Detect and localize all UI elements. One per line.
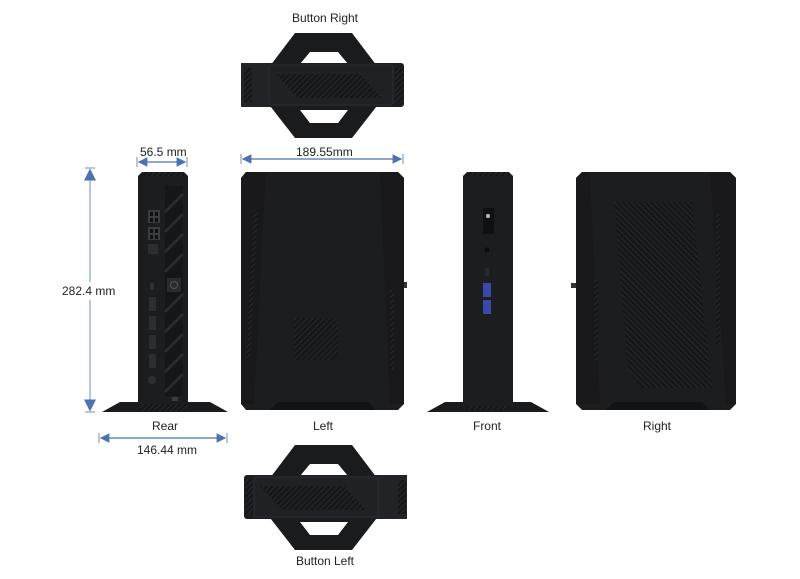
view-label-button-left: Button Left bbox=[295, 554, 355, 568]
power-button-icon bbox=[167, 278, 181, 292]
depth-dimension-label: 56.5 mm bbox=[140, 145, 187, 159]
device-right-view bbox=[570, 170, 740, 415]
device-rear-view bbox=[100, 170, 230, 420]
device-right-illustration bbox=[571, 172, 736, 410]
device-left-view bbox=[240, 170, 410, 415]
device-top-view bbox=[240, 30, 410, 140]
usb-port-icon bbox=[483, 283, 491, 297]
device-bottom-view bbox=[240, 442, 410, 552]
device-front-view bbox=[425, 170, 551, 418]
view-label-rear: Rear bbox=[151, 419, 178, 433]
view-label-right: Right bbox=[642, 419, 671, 433]
stand-width-dimension-line bbox=[98, 432, 228, 444]
stand-width-dimension-label: 146.44 mm bbox=[137, 443, 198, 457]
width-dimension-line bbox=[240, 153, 404, 165]
view-label-button-right: Button Right bbox=[291, 11, 359, 25]
device-top-illustration bbox=[241, 33, 404, 138]
power-button-icon bbox=[483, 208, 494, 234]
device-front-illustration bbox=[427, 172, 549, 412]
view-label-left: Left bbox=[312, 419, 333, 433]
device-bottom-illustration bbox=[244, 445, 407, 550]
dc-power-jack-icon bbox=[148, 376, 156, 384]
usb-port-icon bbox=[148, 210, 160, 240]
audio-jack-icon bbox=[484, 247, 490, 253]
device-rear-illustration bbox=[102, 172, 228, 412]
view-label-front: Front bbox=[472, 419, 501, 433]
hdmi-port-icon bbox=[149, 335, 156, 349]
usb-c-port-icon bbox=[485, 268, 489, 276]
kensington-lock-icon bbox=[172, 397, 178, 401]
ethernet-port-icon bbox=[148, 244, 158, 254]
depth-dimension-line bbox=[136, 156, 188, 168]
height-dimension-label: 282.4 mm bbox=[62, 282, 116, 300]
displayport-icon bbox=[149, 297, 156, 311]
device-left-illustration bbox=[241, 172, 407, 410]
